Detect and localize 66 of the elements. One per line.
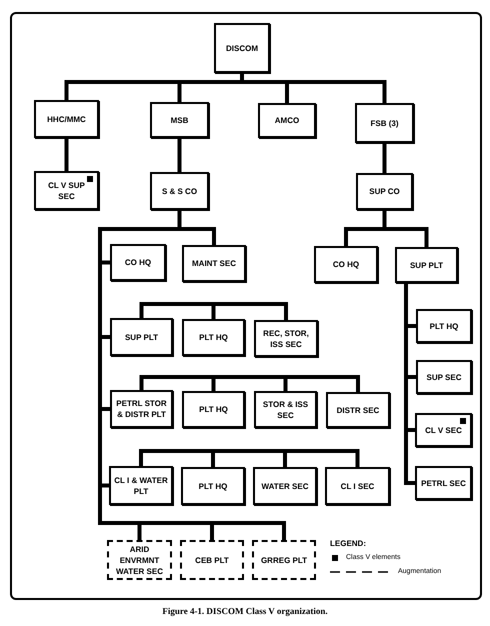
unit-label: DISCOM — [226, 42, 258, 54]
unit-label: SUP CO — [369, 186, 400, 197]
connector-line — [382, 143, 386, 173]
unit-label: PETRL SEC — [421, 478, 466, 488]
org-box — [34, 100, 99, 138]
org-box — [110, 244, 166, 281]
unit-label: PETRL STOR & DISTR PLT — [115, 398, 168, 420]
org-box — [314, 246, 378, 283]
unit-label: PLT HQ — [199, 332, 228, 343]
org-box — [416, 360, 472, 394]
org-box — [252, 540, 316, 580]
unit-label: ARID ENVRMNT WATER SEC — [115, 544, 164, 576]
unit-label: REC, STOR, ISS SEC — [262, 328, 310, 350]
unit-label: MSB — [170, 114, 188, 126]
unit-label: AMCO — [274, 115, 300, 126]
org-box — [326, 392, 390, 428]
org-box — [415, 466, 472, 500]
org-box — [182, 245, 246, 282]
org-box — [254, 320, 318, 357]
unit-label: CL V SEC — [425, 424, 462, 436]
unit-label: PLT HQ — [199, 404, 228, 415]
org-box — [325, 467, 390, 505]
unit-label: FSB (3) — [370, 118, 398, 128]
unit-label: PLT HQ — [430, 320, 458, 332]
org-box — [254, 391, 317, 428]
org-box — [258, 103, 316, 138]
org-box — [150, 172, 209, 210]
connector-line — [178, 138, 182, 172]
unit-label: GRREG PLT — [260, 554, 308, 566]
unit-label: DISTR SEC — [336, 404, 380, 416]
unit-label: MAINT SEC — [192, 258, 236, 269]
unit-label: CEB PLT — [195, 554, 229, 566]
unit-label: CL V SUP SEC — [47, 180, 86, 202]
org-box — [110, 318, 173, 356]
unit-label: HHC/MMC — [47, 114, 86, 124]
unit-label: SUP PLT — [124, 332, 158, 342]
org-box — [416, 309, 472, 343]
org-box — [107, 540, 172, 580]
org-box — [355, 103, 414, 143]
org-box — [34, 171, 99, 210]
unit-label: WATER SEC — [262, 480, 308, 492]
connector-line — [140, 375, 360, 392]
legend-title: LEGEND: — [330, 538, 367, 550]
org-box — [182, 391, 245, 428]
connector-line — [64, 138, 68, 171]
unit-label: SUP SEC — [426, 372, 462, 382]
org-box — [182, 319, 245, 356]
unit-label: CL I & WATER PLT — [114, 474, 168, 496]
org-box — [253, 467, 317, 505]
unit-label: S & S CO — [162, 186, 198, 196]
org-box — [395, 247, 458, 283]
org-box — [110, 390, 173, 428]
org-box — [109, 466, 173, 505]
org-box — [356, 173, 413, 210]
unit-label: CO HQ — [124, 257, 152, 268]
unit-label: CO HQ — [332, 259, 360, 270]
org-box — [181, 467, 245, 505]
org-box — [415, 413, 472, 447]
unit-label: SUP PLT — [410, 260, 444, 270]
org-box — [214, 23, 270, 73]
unit-label: CL I SEC — [340, 480, 374, 492]
figure-caption: Figure 4-1. DISCOM Class V organization. — [161, 605, 329, 618]
org-box — [150, 102, 209, 138]
org-box — [180, 540, 244, 580]
unit-label: PLT HQ — [198, 480, 228, 492]
unit-label: STOR & ISS SEC — [262, 398, 310, 420]
